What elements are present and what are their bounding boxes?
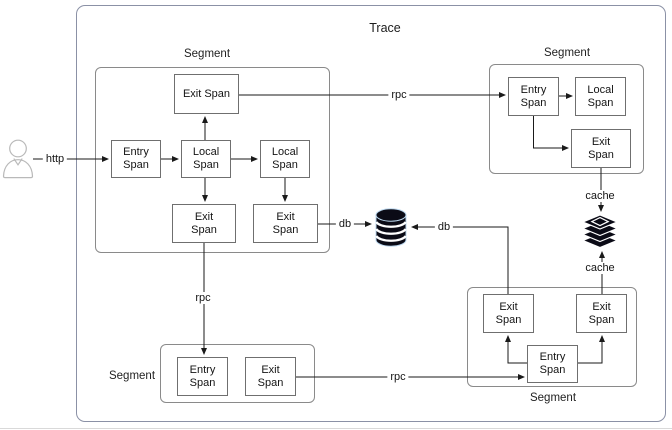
span-exit-bottom-right: Exit Span bbox=[253, 204, 318, 243]
span-bl-exit: Exit Span bbox=[245, 357, 296, 396]
segment-label-top-right: Segment bbox=[541, 47, 593, 59]
segment-label-bottom-right: Segment bbox=[527, 392, 579, 404]
edge-label-rpc-middle: rpc bbox=[192, 292, 214, 304]
span-br-exit-right: Exit Span bbox=[576, 294, 627, 333]
edge-label-db-left: db bbox=[335, 218, 355, 230]
span-tr-local: Local Span bbox=[575, 77, 626, 116]
span-local-1: Local Span bbox=[181, 140, 231, 178]
span-bl-entry: Entry Span bbox=[177, 357, 228, 396]
edge-label-cache-bottom: cache bbox=[582, 262, 618, 274]
edge-label-http: http bbox=[42, 153, 68, 165]
span-br-entry: Entry Span bbox=[527, 345, 578, 383]
span-exit-bottom-left: Exit Span bbox=[172, 204, 236, 243]
span-entry-root: Entry Span bbox=[111, 140, 161, 178]
span-tr-entry: Entry Span bbox=[508, 77, 559, 116]
edge-label-cache-top: cache bbox=[582, 190, 618, 202]
edge-label-rpc-top: rpc bbox=[388, 89, 410, 101]
span-tr-exit: Exit Span bbox=[571, 129, 631, 168]
span-br-exit-left: Exit Span bbox=[483, 294, 534, 333]
trace-title: Trace bbox=[366, 21, 404, 35]
edge-label-rpc-bottom: rpc bbox=[387, 371, 409, 383]
page-bottom-divider bbox=[0, 428, 672, 429]
edge-label-db-right: db bbox=[434, 221, 454, 233]
segment-label-top-left: Segment bbox=[181, 48, 233, 60]
span-local-2: Local Span bbox=[260, 140, 310, 178]
user-icon bbox=[2, 139, 34, 179]
span-exit-top: Exit Span bbox=[174, 74, 239, 114]
segment-label-bottom-left: Segment bbox=[106, 370, 158, 382]
